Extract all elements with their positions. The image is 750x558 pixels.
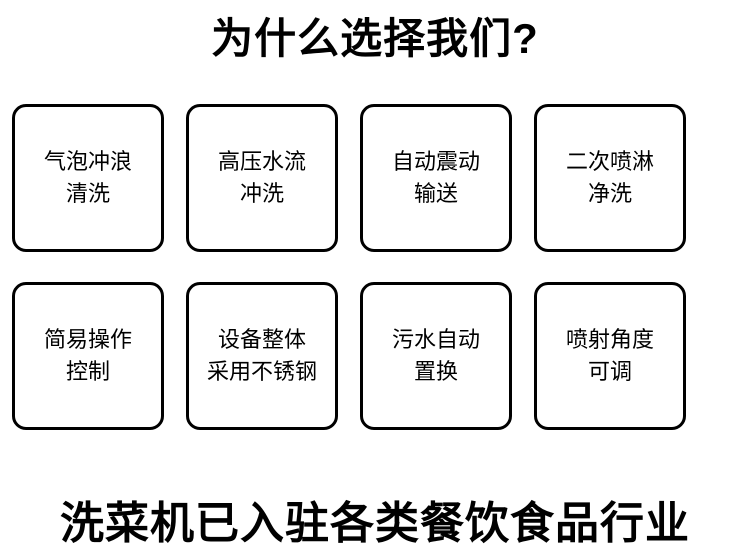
feature-card-label: 简易操作 控制 — [43, 327, 132, 384]
feature-card: 自动震动 输送 — [360, 104, 512, 252]
feature-card: 气泡冲浪 清洗 — [12, 104, 164, 252]
feature-card-label: 设备整体 采用不锈钢 — [206, 327, 317, 384]
feature-card: 污水自动 置换 — [360, 282, 512, 430]
feature-card: 高压水流 冲洗 — [186, 104, 338, 252]
feature-row-1: 气泡冲浪 清洗 高压水流 冲洗 自动震动 输送 二次喷淋 净洗 — [12, 104, 738, 252]
feature-row-2: 简易操作 控制 设备整体 采用不锈钢 污水自动 置换 喷射角度 可调 — [12, 282, 738, 430]
feature-grid: 气泡冲浪 清洗 高压水流 冲洗 自动震动 输送 二次喷淋 净洗 简易操作 控制 … — [12, 104, 738, 430]
feature-card-label: 高压水流 冲洗 — [217, 149, 306, 206]
feature-card: 简易操作 控制 — [12, 282, 164, 430]
feature-card: 喷射角度 可调 — [534, 282, 686, 430]
feature-card-label: 二次喷淋 净洗 — [565, 149, 654, 206]
feature-card: 二次喷淋 净洗 — [534, 104, 686, 252]
feature-card-label: 气泡冲浪 清洗 — [43, 149, 132, 206]
feature-card: 设备整体 采用不锈钢 — [186, 282, 338, 430]
feature-card-label: 污水自动 置换 — [391, 327, 480, 384]
feature-card-label: 喷射角度 可调 — [565, 327, 654, 384]
feature-card-label: 自动震动 输送 — [391, 149, 480, 206]
footer-tagline: 洗菜机已入驻各类餐饮食品行业 — [60, 498, 690, 548]
page-title: 为什么选择我们? — [211, 15, 539, 62]
